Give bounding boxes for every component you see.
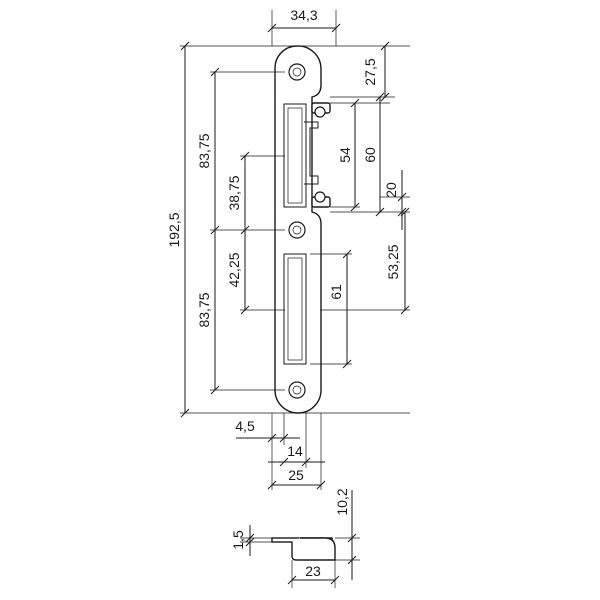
dim-width-top: 34,3 [290, 7, 317, 23]
dim-overall-height: 192,5 [166, 212, 182, 247]
dim-latch-60: 60 [362, 147, 378, 163]
dim-offset-4-5: 4,5 [235, 418, 255, 434]
dim-right-lower: 53,25 [385, 244, 401, 279]
dim-height-10-2: 10,2 [334, 488, 350, 515]
dim-step-20: 20 [383, 182, 399, 198]
latch-tongue [311, 102, 331, 208]
dim-lower-mid: 42,25 [226, 252, 242, 287]
extension-lines [180, 10, 410, 490]
dim-width-23: 23 [305, 563, 321, 579]
dim-top-to-hole: 83,75 [196, 133, 212, 168]
dimension-ticks [180, 23, 410, 490]
dim-bottom-to-hole: 83,75 [196, 292, 212, 327]
dim-upper-mid: 38,75 [226, 175, 242, 210]
latch-window [283, 103, 319, 208]
screw-hole-top [288, 63, 306, 81]
dim-right-top: 27,5 [362, 58, 378, 85]
dim-latch-54: 54 [337, 147, 353, 163]
dim-width-25: 25 [288, 467, 304, 483]
lower-slot [283, 253, 307, 365]
side-profile-view: 1,5 10,2 23 [230, 488, 360, 588]
dim-thickness-1-5: 1,5 [230, 530, 246, 550]
dimension-lines [184, 27, 406, 486]
screw-hole-middle [288, 221, 306, 239]
dim-width-14: 14 [287, 443, 303, 459]
dimension-labels: 34,3 192,5 83,75 38,75 42,25 83,75 27,5 … [166, 7, 401, 483]
screw-hole-bottom [288, 381, 306, 399]
dim-slot-61: 61 [328, 284, 344, 300]
